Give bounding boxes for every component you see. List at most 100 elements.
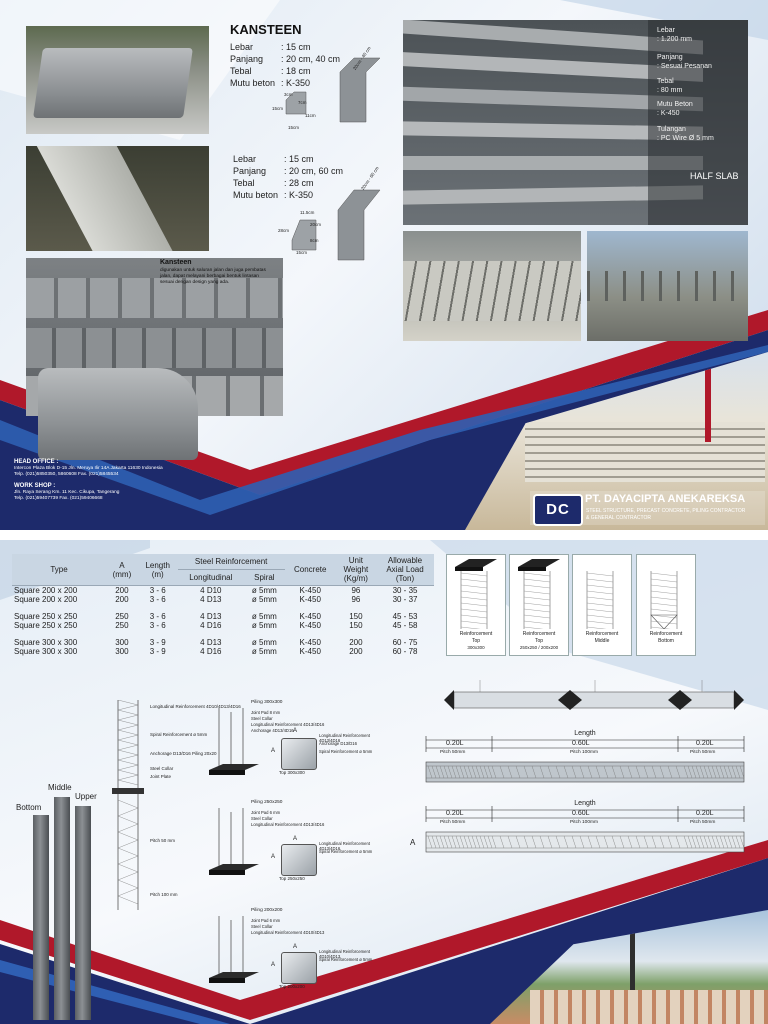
halfslab-label: Mutu Beton (657, 101, 693, 108)
cell-type: Square 200 x 200 (14, 586, 78, 595)
spec-value: : 20 cm, 60 cm (284, 166, 344, 176)
dim-label: 8cm (310, 238, 319, 243)
section-anchor-drawing (209, 708, 259, 775)
dim-label: 28cm (278, 228, 290, 233)
section-square (281, 844, 317, 876)
spec-label: Lebar (233, 154, 257, 164)
cell-long: 4 D16 (200, 621, 222, 630)
section-square (281, 952, 317, 984)
length-diagram-drawing (425, 806, 745, 853)
cell-concrete: K-450 (299, 647, 321, 656)
section-line: Steel Collar (251, 716, 273, 721)
section-line: Joint Pad 8 mm (251, 710, 281, 715)
section-right-label: Longitudinal Reinforcement 4D10/4D13 (319, 949, 370, 959)
halfslab-label: Panjang (657, 54, 683, 61)
section-top-label: Top 250x250 (279, 876, 305, 881)
spec-label: Tebal (233, 178, 255, 188)
section-right-label: Spiral Reinforcement ø 5mm (319, 957, 373, 962)
spec-value: : 15 cm (284, 154, 314, 164)
cell-type: Square 300 x 300 (14, 647, 78, 656)
header-a-label: A (119, 560, 125, 570)
header-length: Length(m) (137, 554, 178, 586)
pile-label-bottom: Bottom (16, 803, 42, 812)
kansteen-title: KANSTEEN (230, 22, 302, 37)
dim-label: 3cm (284, 92, 293, 97)
cell-load: 45 - 53 (392, 612, 418, 621)
cell-concrete: K-450 (299, 638, 321, 647)
cell-spiral: ø 5mm (251, 647, 277, 656)
reinforcement-card-size: 300x300 (467, 645, 485, 650)
kansteen-profile-2-drawing (291, 189, 381, 261)
reinforcement-card-drawing (586, 571, 614, 631)
section-line: Steel Collar (251, 924, 273, 929)
section-anchor-drawing (209, 916, 259, 983)
section-right-label: Longitudinal Reinforcement 4D13/4D16 (319, 733, 370, 743)
cell-spiral: ø 5mm (251, 612, 277, 621)
spec-value: : 20 cm, 40 cm (281, 54, 341, 64)
spacer-cell (12, 604, 434, 612)
section-right-label: Spiral Reinforcement ø 5mm (319, 749, 373, 754)
cell-weight: 150 (349, 621, 363, 630)
section-line: Anchorage 4D13/4D16 (251, 728, 294, 733)
header-weight-unit: (Kg/m) (343, 574, 368, 583)
length-segment-label: 0.60L (572, 740, 590, 747)
workshop-title: WORK SHOP : (14, 483, 56, 489)
cell-spiral: ø 5mm (251, 586, 277, 595)
header-length-label: Length (145, 560, 170, 570)
spec-label: Mutu beton (230, 78, 276, 88)
cell-long: 4 D13 (200, 612, 222, 621)
head-office-phone: Telp. (021)5850350, 5860608 Fax. (021)58… (14, 472, 119, 477)
detail-pitch50: Pitch 50 mm (150, 838, 176, 843)
cell-concrete: K-450 (299, 612, 321, 621)
cell-a: 300 (115, 647, 129, 656)
pile-bottom (33, 815, 49, 1020)
detail-steel-collar: Steel Collar (150, 766, 174, 771)
company-name: PT. DAYACIPTA ANEKAREKSA (585, 493, 746, 505)
spec-label: Panjang (233, 166, 267, 176)
section-title: Piling 250x250 (251, 800, 283, 805)
dim-label: 11cm (305, 113, 316, 118)
company-tagline-1: STEEL STRUCTURE, PRECAST CONCRETE, PILIN… (586, 508, 746, 514)
spec-label: Tebal (230, 66, 252, 76)
header-allowable-unit: (Ton) (395, 574, 415, 583)
dim-label: 7cm (298, 100, 307, 105)
detail-pitch100: Pitch 100 mm (150, 892, 178, 897)
reinforcement-card-title: Reinforcement (459, 631, 493, 637)
head-office-address: Intercon Plaza Blok D-15 Jln. Meruya Ili… (14, 466, 163, 471)
cell-spiral: ø 5mm (251, 595, 277, 604)
cell-type: Square 200 x 200 (14, 595, 78, 604)
cell-load: 60 - 78 (392, 647, 418, 656)
section-title: Piling 200x200 (251, 908, 283, 913)
length-segment-label: 0.20L (696, 810, 714, 817)
pile-upper (75, 806, 91, 1020)
table-spacer (12, 604, 434, 612)
length-segment-label: 0.20L (446, 810, 464, 817)
header-allowable-2: Axial Load (386, 565, 424, 574)
spec-value: : 28 cm (284, 178, 314, 188)
cell-load: 30 - 35 (392, 586, 418, 595)
side-a-label: A (410, 838, 416, 847)
cell-load: 30 - 37 (392, 595, 418, 604)
header-weight-1: Unit (348, 556, 364, 565)
halfslab-label: Tebal (657, 78, 674, 85)
dim-label: 15cm (272, 106, 284, 111)
halfslab-value: : 80 mm (657, 87, 683, 94)
reinforcement-card-size: 250x250 / 200x200 (519, 645, 559, 650)
cell-long: 4 D13 (200, 595, 222, 604)
header-weight-2: Weight (343, 565, 369, 574)
cell-a: 250 (115, 621, 129, 630)
reinforcement-card-sub: Middle (594, 638, 610, 644)
header-allowable-1: Allowable (387, 556, 423, 565)
rebar-cage-detail (112, 700, 144, 910)
half-slab-caption: HALF SLAB (690, 171, 739, 181)
halfslab-value: : K-450 (657, 110, 680, 117)
reinforcement-card-title: Reinforcement (585, 631, 619, 637)
header-longitudinal: Longitudinal (177, 569, 245, 587)
